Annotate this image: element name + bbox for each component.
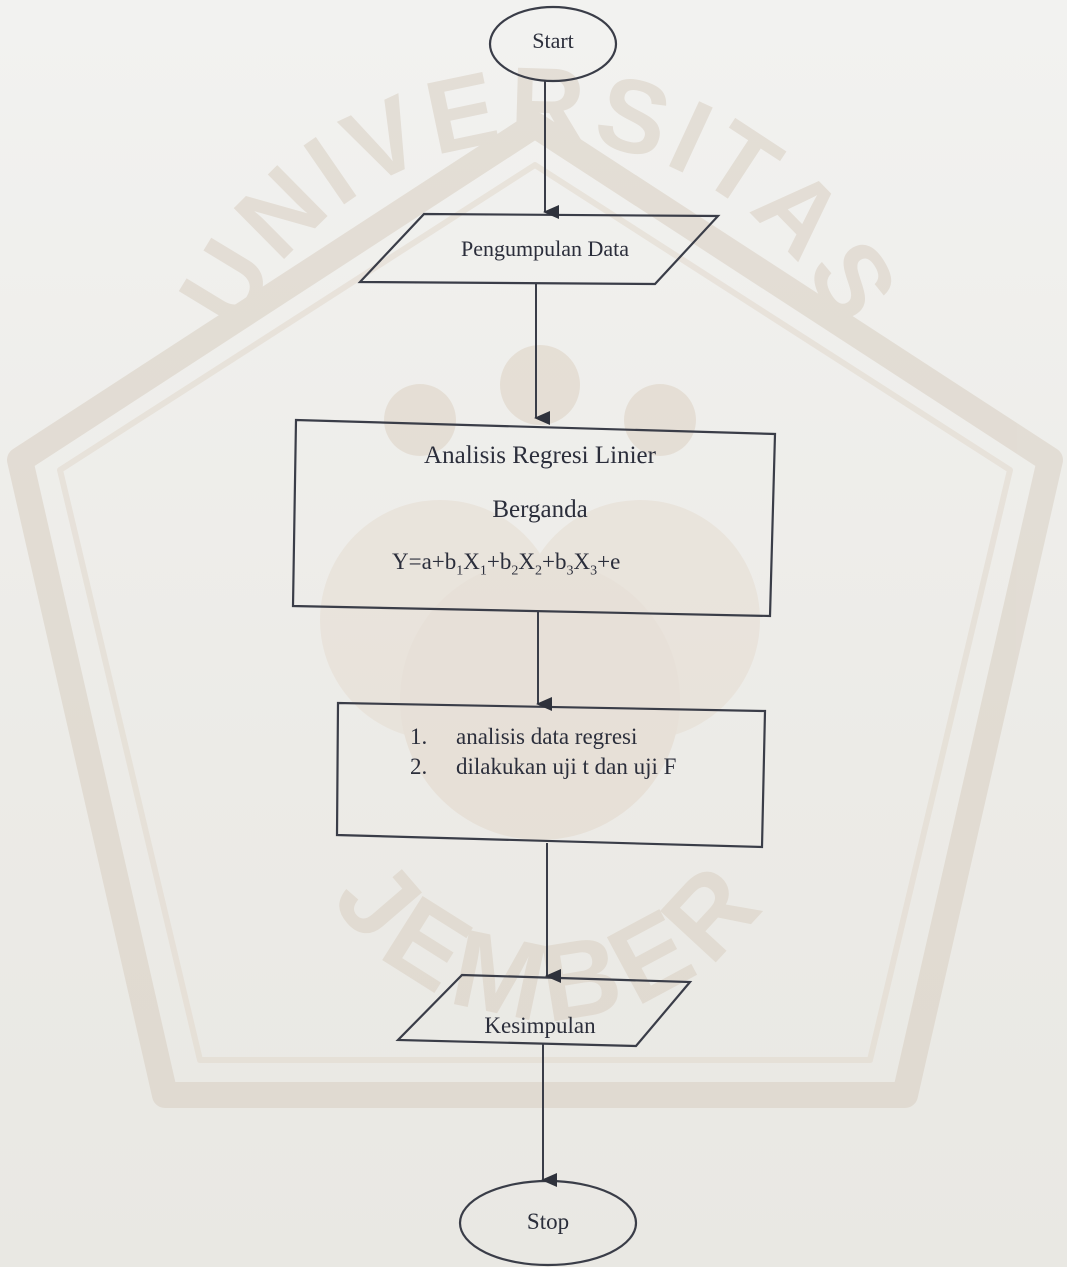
data-collection-label: Pengumpulan Data bbox=[460, 236, 630, 261]
analysis-title-line2: Berganda bbox=[492, 496, 588, 523]
process-step: 2.dilakukan uji t dan uji F bbox=[410, 754, 677, 779]
watermark-figure-head-mid bbox=[500, 345, 580, 425]
watermark-figure-head-left bbox=[384, 384, 456, 456]
stop-label: Stop bbox=[526, 1209, 570, 1234]
start-label: Start bbox=[532, 28, 574, 53]
start-terminator bbox=[488, 5, 618, 83]
process-steps-list: 1.analisis data regresi 2.dilakukan uji … bbox=[410, 724, 676, 784]
process-step: 1.analisis data regresi bbox=[410, 724, 638, 749]
watermark-pentagon-inner bbox=[57, 162, 1013, 1063]
watermark-figure-head-right bbox=[624, 384, 696, 456]
conclusion-label: Kesimpulan bbox=[484, 1013, 596, 1038]
regression-formula: Y=a+b1X1+b2X2+b3X3+e bbox=[392, 549, 621, 579]
data-collection-parallelogram bbox=[357, 212, 721, 286]
regression-analysis-box bbox=[291, 418, 777, 618]
analysis-title-line1: Analisis Regresi Linier bbox=[424, 442, 656, 469]
watermark-pentagon bbox=[7, 112, 1063, 1108]
conclusion-parallelogram bbox=[395, 973, 693, 1048]
process-steps-box bbox=[335, 701, 767, 849]
